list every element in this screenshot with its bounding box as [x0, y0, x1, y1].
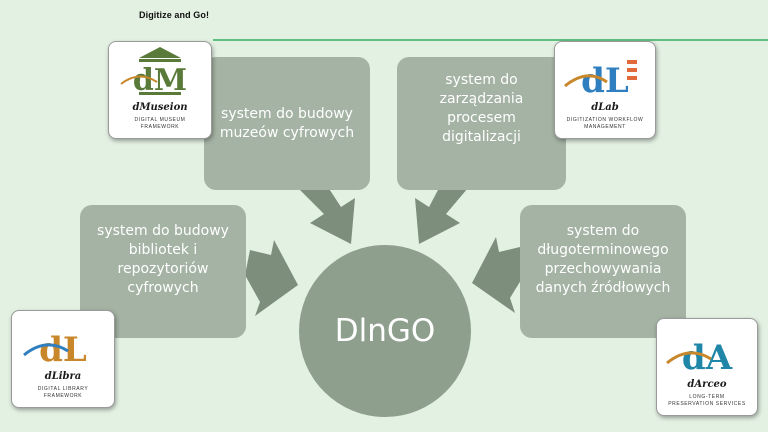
box-digitization-system: system do zarządzania procesem digitaliz…: [397, 57, 566, 190]
dlab-tagline-2: MANAGEMENT: [584, 124, 626, 130]
darceo-tagline-2: PRESERVATION SERVICES: [668, 401, 746, 407]
box-preservation-line-4: danych źródłowych: [535, 279, 671, 296]
box-digitization-line-2: zarządzania: [439, 90, 524, 107]
darceo-tagline-1: LONG-TERM: [689, 394, 725, 400]
header-divider: [213, 39, 768, 41]
dmuseion-logo: dM dMuseion DIGITAL MUSEUM FRAMEWORK: [108, 41, 212, 139]
box-preservation-system: system do długoterminowego przechowywani…: [520, 205, 686, 338]
box-preservation-line-2: długoterminowego: [537, 241, 669, 258]
darceo-name: dArceo: [687, 379, 727, 390]
box-digitization-line-4: digitalizacji: [442, 128, 521, 145]
dmuseion-name: dMuseion: [132, 102, 188, 113]
dmuseion-tagline-1: DIGITAL MUSEUM: [134, 117, 186, 123]
box-library-line-3: repozytoriów: [117, 260, 209, 277]
box-digitization-line-3: procesem: [447, 109, 516, 126]
arrow-left: [245, 240, 298, 316]
arrow-right: [472, 237, 526, 313]
hub-label: DlnGO: [334, 313, 436, 349]
dlibra-name: dLibra: [44, 371, 82, 382]
dmuseion-mark: dM: [120, 47, 187, 98]
dlibra-logo: dL dLibra DIGITAL LIBRARY FRAMEWORK: [11, 310, 115, 408]
box-preservation-line-3: przechowywania: [544, 260, 662, 277]
box-library-line-1: system do budowy: [97, 222, 229, 239]
darceo-mark: dA: [666, 338, 733, 378]
dlab-tagline-1: DIGITIZATION WORKFLOW: [566, 117, 644, 123]
box-museum-line-1: system do budowy: [221, 105, 353, 122]
dlab-name: dLab: [591, 102, 619, 113]
dlibra-tagline-2: FRAMEWORK: [43, 393, 83, 399]
box-digitization-line-1: system do: [445, 71, 518, 88]
dlab-logo: dL dLab DIGITIZATION WORKFLOW MANAGEMENT: [554, 41, 656, 139]
dlibra-mark-letters: dL: [39, 330, 87, 370]
box-library-line-4: cyfrowych: [127, 279, 199, 296]
dlibra-mark: dL: [23, 330, 87, 370]
box-museum-system: system do budowy muzeów cyfrowych: [204, 57, 370, 190]
dlibra-tagline-1: DIGITAL LIBRARY: [37, 386, 89, 392]
dlab-mark: dL: [564, 60, 637, 101]
dingo-hub: DlnGO: [299, 245, 471, 417]
darceo-logo: dA dArceo LONG-TERM PRESERVATION SERVICE…: [656, 318, 758, 416]
header-title: Digitize and Go!: [139, 10, 210, 20]
box-library-line-2: bibliotek i: [128, 241, 198, 258]
box-museum-line-2: muzeów cyfrowych: [219, 124, 355, 141]
dmuseion-tagline-2: FRAMEWORK: [140, 124, 180, 130]
box-preservation-line-1: system do: [566, 222, 640, 239]
